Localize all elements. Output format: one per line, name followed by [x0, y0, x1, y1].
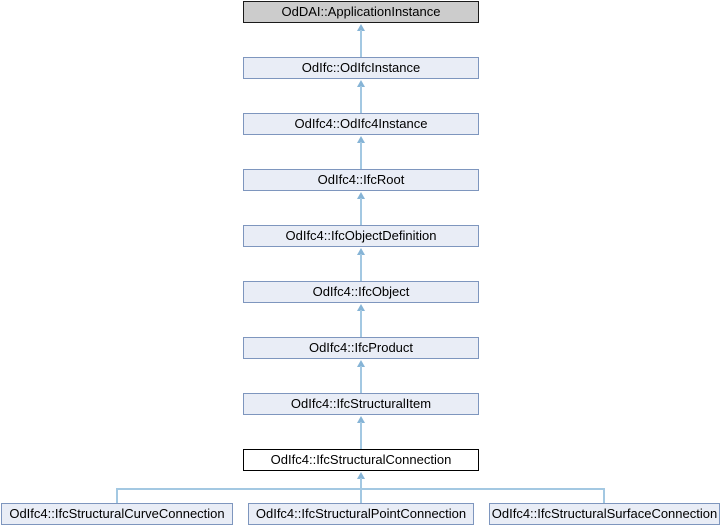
node-oddai-applicationinstance: OdDAI::ApplicationInstance: [243, 1, 479, 23]
arrowhead-up-icon: [357, 136, 365, 143]
inheritance-edge-line: [360, 30, 362, 57]
node-odifc4-ifcobject[interactable]: OdIfc4::IfcObject: [243, 281, 479, 303]
inheritance-edge-line: [360, 422, 362, 449]
arrowhead-up-icon: [357, 24, 365, 31]
node-odifc4-ifcobjectdefinition[interactable]: OdIfc4::IfcObjectDefinition: [243, 225, 479, 247]
node-odifc4-ifcproduct[interactable]: OdIfc4::IfcProduct: [243, 337, 479, 359]
inheritance-edge-line: [360, 254, 362, 281]
inheritance-edge-line: [360, 478, 362, 503]
arrowhead-up-icon: [357, 192, 365, 199]
inheritance-edge-line: [116, 488, 118, 503]
inheritance-edge-line: [360, 198, 362, 225]
inheritance-edge-line: [360, 310, 362, 337]
node-odifc-odifcinstance[interactable]: OdIfc::OdIfcInstance: [243, 57, 479, 79]
arrowhead-up-icon: [357, 304, 365, 311]
arrowhead-up-icon: [357, 80, 365, 87]
arrowhead-up-icon: [357, 472, 365, 479]
node-odifc4-ifcstructuralconnection: OdIfc4::IfcStructuralConnection: [243, 449, 479, 471]
arrowhead-up-icon: [357, 248, 365, 255]
inheritance-edge-line: [360, 366, 362, 393]
node-odifc4-ifcstructuralitem[interactable]: OdIfc4::IfcStructuralItem: [243, 393, 479, 415]
node-odifc4-ifcroot[interactable]: OdIfc4::IfcRoot: [243, 169, 479, 191]
inheritance-edge-line: [116, 488, 605, 490]
arrowhead-up-icon: [357, 416, 365, 423]
node-odifc4-ifcstructuralcurveconnection[interactable]: OdIfc4::IfcStructuralCurveConnection: [1, 503, 233, 525]
node-odifc4-odifc4instance[interactable]: OdIfc4::OdIfc4Instance: [243, 113, 479, 135]
inheritance-edge-line: [360, 86, 362, 113]
node-odifc4-ifcstructuralpointconnection[interactable]: OdIfc4::IfcStructuralPointConnection: [248, 503, 474, 525]
inheritance-edge-line: [360, 142, 362, 169]
node-odifc4-ifcstructuralsurfaceconnection[interactable]: OdIfc4::IfcStructuralSurfaceConnection: [489, 503, 720, 525]
arrowhead-up-icon: [357, 360, 365, 367]
inheritance-edge-line: [603, 488, 605, 503]
